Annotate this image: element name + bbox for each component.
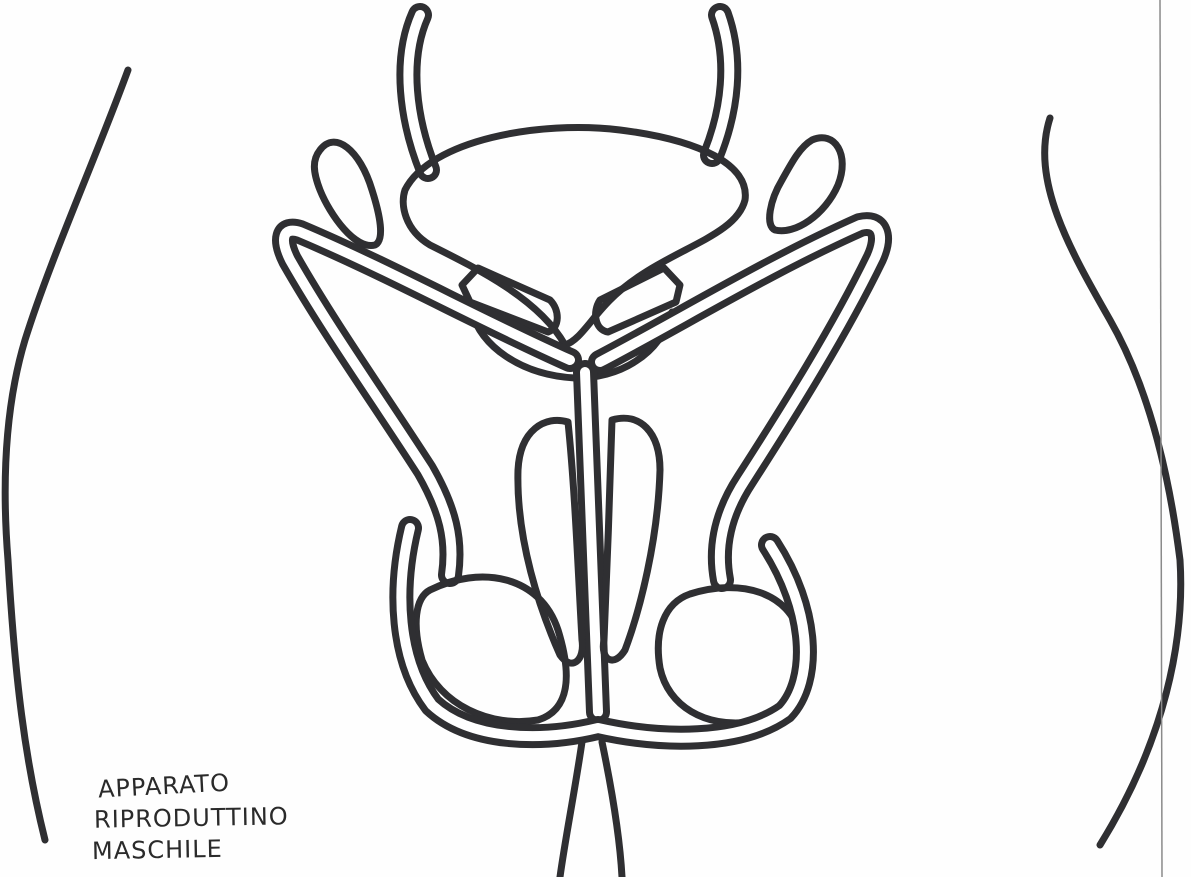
diagram-caption: APPARATO RIPRODUTTINO MASCHILE xyxy=(92,772,412,872)
ureter-left xyxy=(408,15,428,170)
caption-line-2: RIPRODUTTINO xyxy=(94,802,289,833)
caption-line-1: APPARATO xyxy=(97,769,230,804)
ureter-right xyxy=(712,15,729,155)
corpus-cavernosum-left xyxy=(518,420,583,663)
corpus-cavernosum-right xyxy=(603,418,660,660)
urethra xyxy=(585,372,598,712)
vas-deferens-left xyxy=(284,231,570,575)
seminal-vesicle-right xyxy=(770,138,843,231)
scan-edge xyxy=(1160,0,1162,877)
body-outline-left xyxy=(5,70,128,840)
caption-line-3: MASCHILE xyxy=(92,835,223,865)
penis-shaft xyxy=(560,742,622,877)
